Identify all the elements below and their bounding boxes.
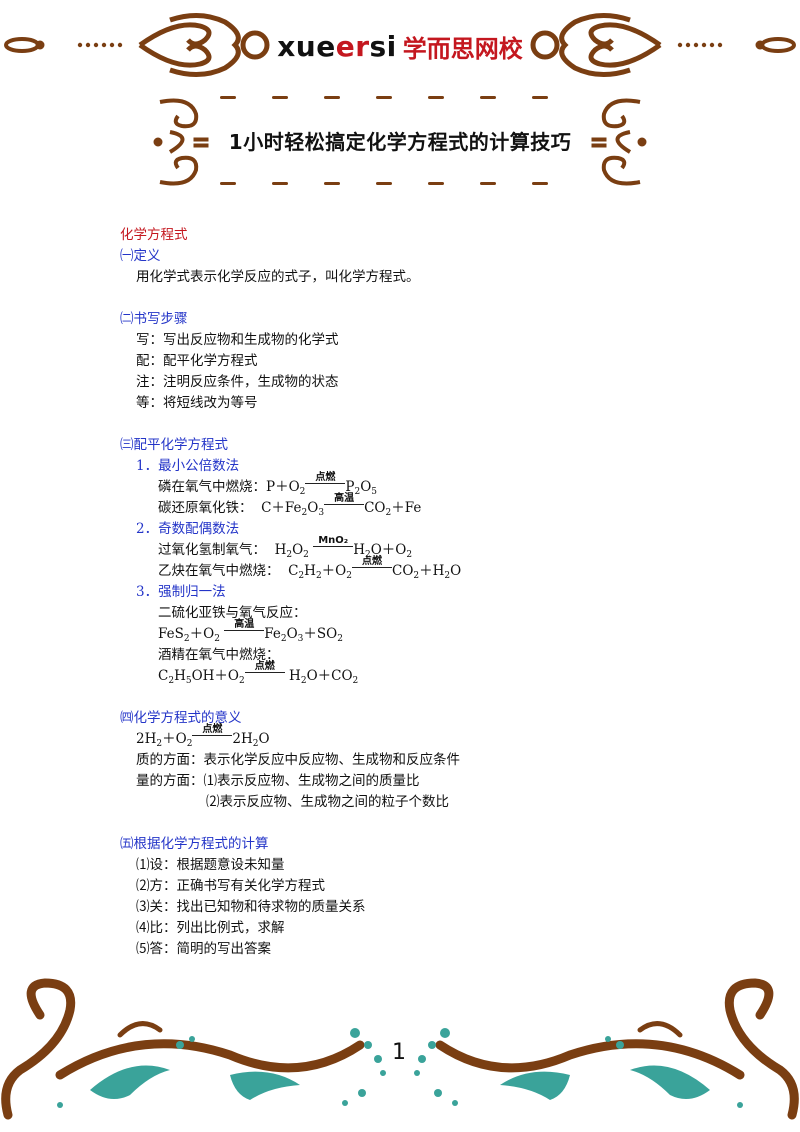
writing-step: 注：注明反应条件，生成物的状态 [136, 374, 339, 390]
reaction-condition: 高温 [224, 619, 265, 638]
page-title: 1小时轻松搞定化学方程式的计算技巧 [228, 130, 572, 154]
method-3-title: 3．强制归一法 [136, 584, 226, 600]
calc-step: ⑷比：列出比例式，求解 [136, 920, 285, 936]
method-1-title: 1．最小公倍数法 [136, 458, 240, 474]
equation-label: 酒精在氧气中燃烧： [158, 647, 280, 663]
page-number: 1 [392, 1040, 406, 1065]
section-2-heading: ㈡书写步骤 [120, 311, 188, 327]
calc-step: ⑶关：找出已知物和待求物的质量关系 [136, 899, 366, 915]
reaction-condition: 点燃 [351, 556, 392, 575]
footer-flourish [1, 978, 799, 1120]
section-5-heading: ㈤根据化学方程式的计算 [120, 836, 269, 852]
brand-logo: xueersi 学而思网校 [260, 26, 540, 66]
page-header: xueersi 学而思网校 [0, 0, 800, 90]
main-heading: 化学方程式 [120, 227, 188, 243]
section-3-heading: ㈢配平化学方程式 [120, 437, 228, 453]
brand-chinese: 学而思网校 [402, 34, 523, 63]
meaning-quantity: 量的方面：⑴表示反应物、生成物之间的质量比 [136, 773, 420, 789]
reaction-condition: 高温 [324, 493, 365, 512]
definition-text: 用化学式表示化学反应的式子，叫化学方程式。 [136, 269, 420, 285]
footer-ornament [0, 975, 800, 1132]
reaction-condition: MnO₂ [313, 535, 354, 554]
calc-step: ⑵方：正确书写有关化学方程式 [136, 878, 325, 894]
brand-latin: xueersi [277, 29, 397, 63]
reaction-condition: 点燃 [192, 724, 233, 743]
writing-step: 等：将短线改为等号 [136, 395, 258, 411]
section-1-heading: ㈠定义 [120, 248, 161, 264]
reaction-condition: 点燃 [244, 661, 285, 680]
title-ornament [153, 96, 647, 186]
meaning-quantity: ⑵表示反应物、生成物之间的粒子个数比 [206, 794, 449, 810]
title-frame: 1小时轻松搞定化学方程式的计算技巧 [150, 92, 650, 192]
meaning-quality: 质的方面：表示化学反应中反应物、生成物和反应条件 [136, 752, 460, 768]
reaction-condition: 点燃 [305, 472, 346, 491]
equation-label: 二硫化亚铁与氧气反应： [158, 605, 307, 621]
section-4-heading: ㈣化学方程式的意义 [120, 710, 242, 726]
calc-step: ⑸答：简明的写出答案 [136, 941, 271, 957]
method-2-title: 2．奇数配偶数法 [136, 521, 240, 537]
writing-step: 写：写出反应物和生成物的化学式 [136, 332, 339, 348]
header-ornament [4, 13, 796, 77]
writing-step: 配：配平化学方程式 [136, 353, 258, 369]
calc-step: ⑴设：根据题意设未知量 [136, 857, 285, 873]
